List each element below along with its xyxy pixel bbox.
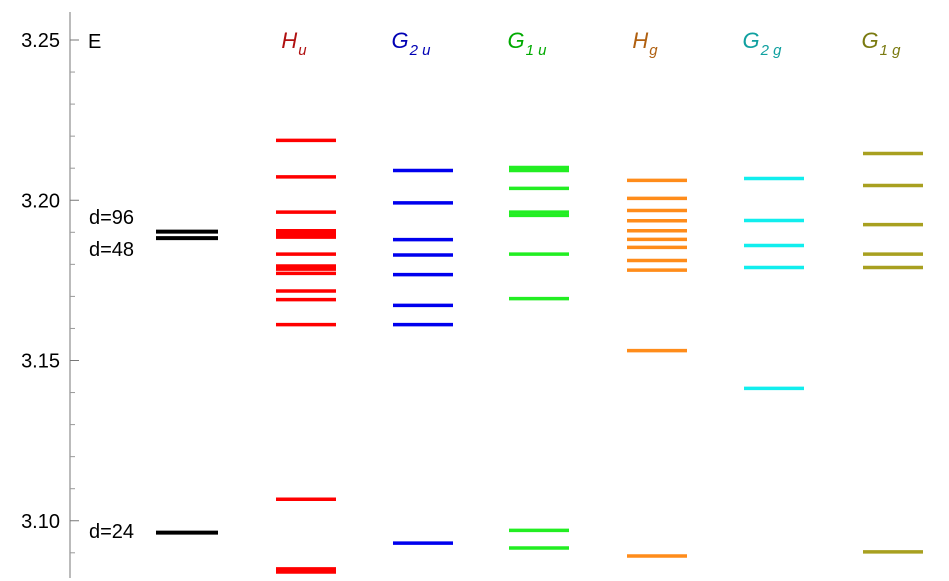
column-g-1g: G1 g <box>862 28 923 554</box>
y-tick-label: 3.25 <box>21 30 60 52</box>
column-header: Hg <box>632 28 658 59</box>
header-symbol: G <box>508 28 525 53</box>
column-g-2g: G2 g <box>743 28 804 391</box>
header-symbol: H <box>281 28 297 53</box>
degeneracy-label: d=96 <box>89 207 134 229</box>
y-tick-label: 3.20 <box>21 190 60 212</box>
y-axis: 3.25 3.20 3.15 3.10 <box>21 12 79 578</box>
column-h-g: Hg <box>627 28 687 558</box>
header-symbol: G <box>743 28 760 53</box>
column-header: Hu <box>281 28 307 59</box>
column-header: G2 u <box>392 28 432 59</box>
y-tick-label: 3.15 <box>21 351 60 373</box>
header-subscript: 1 u <box>526 42 548 59</box>
column-h-u: Hu <box>276 28 336 574</box>
y-axis-label: E <box>88 31 101 53</box>
header-symbol: H <box>632 28 648 53</box>
header-subscript: 2 u <box>409 42 432 59</box>
column-g-2u: G2 u <box>392 28 453 545</box>
column-g-1u: G1 u <box>508 28 569 550</box>
degeneracy-label: d=48 <box>89 239 134 261</box>
column-header: G1 u <box>508 28 548 59</box>
column-header: G2 g <box>743 28 783 59</box>
reference-levels: d=96 d=48 d=24 <box>89 207 218 543</box>
header-subscript: g <box>649 42 658 59</box>
header-subscript: 2 g <box>760 42 783 59</box>
header-subscript: 1 g <box>880 42 902 59</box>
header-symbol: G <box>862 28 879 53</box>
column-header: G1 g <box>862 28 902 59</box>
header-subscript: u <box>298 42 307 59</box>
y-tick-label: 3.10 <box>21 511 60 533</box>
header-symbol: G <box>392 28 409 53</box>
degeneracy-label: d=24 <box>89 521 134 543</box>
